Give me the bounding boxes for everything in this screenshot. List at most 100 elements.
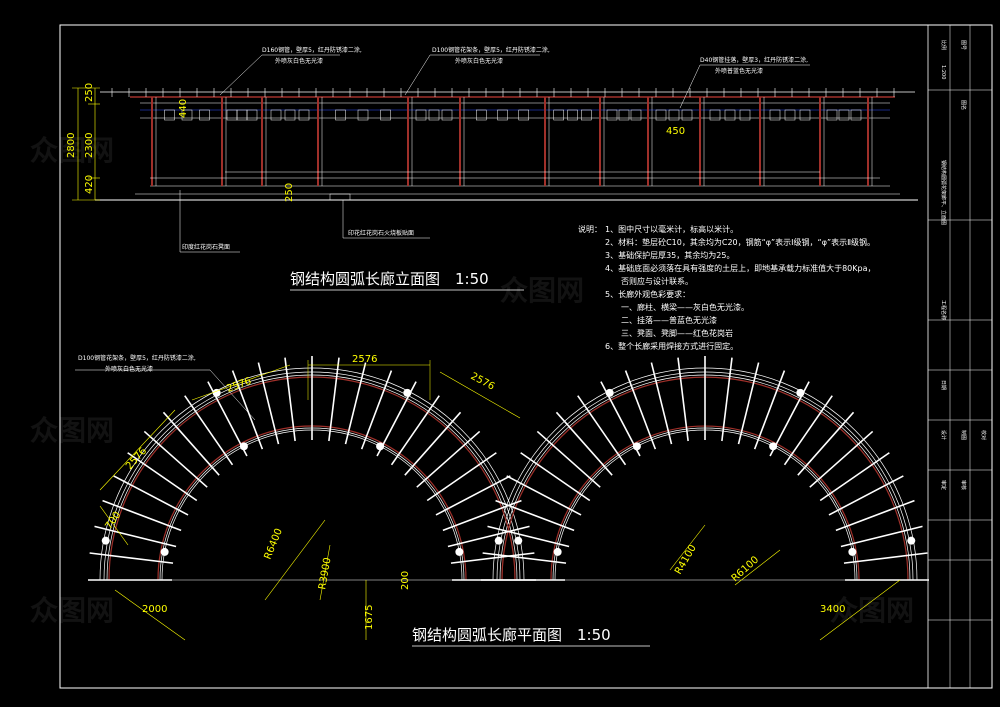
lattice-panel [246, 109, 258, 121]
plan-slat [447, 525, 530, 548]
lattice-panel [581, 109, 592, 121]
dim-2800: 2800 [66, 133, 77, 158]
plan-slat [113, 475, 189, 516]
tb-item-6: 校对 [980, 430, 987, 440]
lattice-panel [681, 109, 693, 121]
lattice-panel [739, 109, 751, 121]
lattice-panel [335, 109, 346, 121]
plan-dim-1675: 1675 [364, 605, 375, 630]
callout-d100-line2: 外喷灰白色无光漆 [455, 57, 503, 65]
plan-slat [840, 525, 923, 548]
plan-post [160, 547, 169, 556]
note-line-4: 4、基础底面必须落在具有强度的土层上，即地基承载力标准值大于80Kpa， [605, 263, 876, 273]
plan-dim-right-top: 2576 [469, 371, 497, 393]
plan-slat [416, 430, 481, 488]
plan-slat [127, 452, 198, 502]
plan-slat [435, 475, 511, 516]
plan-post [605, 388, 614, 397]
plan-slat [783, 395, 833, 466]
callout-d160-line1: D160钢管，壁厚5，红丹防锈漆二涂, [262, 46, 362, 54]
plan-post [455, 547, 464, 556]
plan-post [212, 388, 221, 397]
lattice-panel [826, 109, 838, 121]
plan-callout-line1: D100钢管花架条，壁厚5，红丹防锈漆二涂, [78, 354, 196, 362]
lattice-panel [724, 109, 736, 121]
watermark-5: 众图网 [830, 594, 914, 627]
plan-slat [390, 395, 440, 466]
plan-slat [257, 362, 280, 445]
watermark-1: 众图网 [30, 134, 114, 167]
plan-arc-red [550, 425, 860, 581]
lattice-panel [415, 109, 427, 121]
lattice-panel [284, 109, 296, 121]
plan-slat [835, 499, 915, 532]
lattice-panel [476, 109, 487, 121]
lattice-panel [199, 109, 210, 121]
plan-post [376, 442, 385, 451]
lattice-panel [164, 109, 175, 121]
note-line-2: 2、材料：垫层砼C10，其余均为C20，钢筋“φ”表示Ⅰ级钢，“φ”表示Ⅱ级钢。 [605, 237, 875, 247]
lattice-panel [518, 109, 529, 121]
lattice-panel [380, 109, 391, 121]
tb-item-8: 审核 [960, 480, 967, 490]
plan-dim-200: 200 [400, 571, 411, 590]
lattice-panel [850, 109, 862, 121]
plan-title: 钢结构圆弧长廊平面图 1:50 [412, 626, 611, 644]
plan-slat [495, 499, 575, 532]
plan-post [848, 547, 857, 556]
plan-slat [89, 552, 174, 564]
plan-radius-3900: R3900 [317, 557, 333, 591]
callout-d40-line2: 外喷普蓝色无光漆 [715, 67, 763, 75]
plan-slat [797, 411, 855, 476]
tb-item-9: 日期 [940, 380, 946, 390]
plan-slat [809, 430, 874, 488]
plan-slat [753, 370, 786, 450]
title-block: 钢结构圆弧花架廊平、立面图 图名 比例 1:200 图号 工程名称 设计 制图 … [927, 24, 993, 689]
note-line-10: 6、整个长廊采用焊接方式进行固定。 [605, 341, 738, 351]
lattice-panel [181, 109, 193, 121]
tb-item-5: 制图 [960, 430, 967, 440]
lattice-panel [668, 109, 680, 121]
tb-item-3: 图号 [960, 40, 966, 50]
plan-post [907, 536, 916, 545]
plan-slat [721, 357, 733, 442]
tb-item-7: 审定 [940, 480, 947, 490]
plan-slat [828, 475, 904, 516]
plan-post [494, 536, 503, 545]
plan-slat [360, 370, 393, 450]
plan-dim-top: 2576 [352, 354, 377, 365]
plan-post [101, 536, 110, 545]
lattice-panel [655, 109, 667, 121]
elevation-posts [111, 88, 895, 186]
callout-d40-line1: D40钢管挂落，壁厚3，红丹防锈漆二涂, [700, 56, 808, 64]
plan-slat [94, 525, 177, 548]
plan-arc [161, 429, 463, 581]
lattice-panel [769, 109, 781, 121]
notes-header: 说明： [578, 224, 602, 234]
callout-base: 印花红花岗石火烧板贴面 [348, 229, 414, 237]
plan-slat [344, 362, 367, 445]
plan-dim-left-top: 2576 [225, 376, 253, 395]
watermark-3: 众图网 [30, 414, 114, 447]
plan-slat [487, 525, 570, 548]
plan-slat [843, 552, 928, 564]
lattice-panel [567, 109, 578, 121]
plan-slat [143, 430, 208, 488]
plan-arc [159, 427, 465, 581]
lattice-panel [357, 109, 369, 121]
lattice-panel [606, 109, 618, 121]
lattice-panel [497, 109, 508, 121]
plan-callout: D100钢管花架条，壁厚5，红丹防锈漆二涂, 外喷灰白色无光漆 [75, 354, 256, 421]
callout-bench-top: 印度红花岗石凳面 [182, 243, 230, 251]
plan-slat [482, 552, 567, 564]
watermark-2: 众图网 [500, 274, 584, 307]
plan-dim-2000: 2000 [142, 604, 167, 615]
lattice-panel [441, 109, 453, 121]
elevation-dimensions: 2800 2300 250 420 440 450 250 [66, 83, 685, 202]
watermark-4: 众图网 [30, 594, 114, 627]
plan-post [796, 388, 805, 397]
plan-slat [624, 370, 657, 450]
elevation-view [95, 88, 918, 201]
